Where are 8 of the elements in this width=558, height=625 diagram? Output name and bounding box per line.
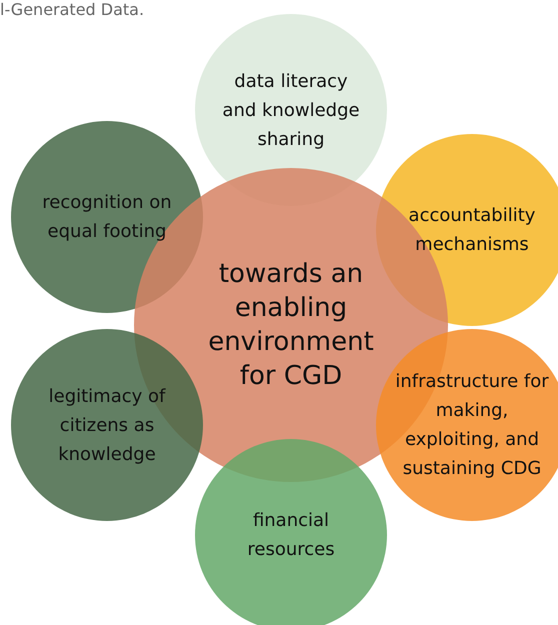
circle-label: accountability mechanisms	[408, 204, 536, 257]
circle-label: data literacy and knowledge sharing	[221, 70, 361, 152]
circle-label: towards an enabling environment for CGD	[207, 258, 375, 393]
circle-label: financial resources	[246, 509, 336, 562]
heading-fragment: l-Generated Data.	[0, 0, 144, 19]
circle-label: infrastructure for making, exploiting, and sustaining CDG	[394, 370, 550, 481]
circle-label: recognition on equal footing	[41, 191, 173, 244]
circle-label: legitimacy of citizens as knowledge	[48, 384, 167, 466]
